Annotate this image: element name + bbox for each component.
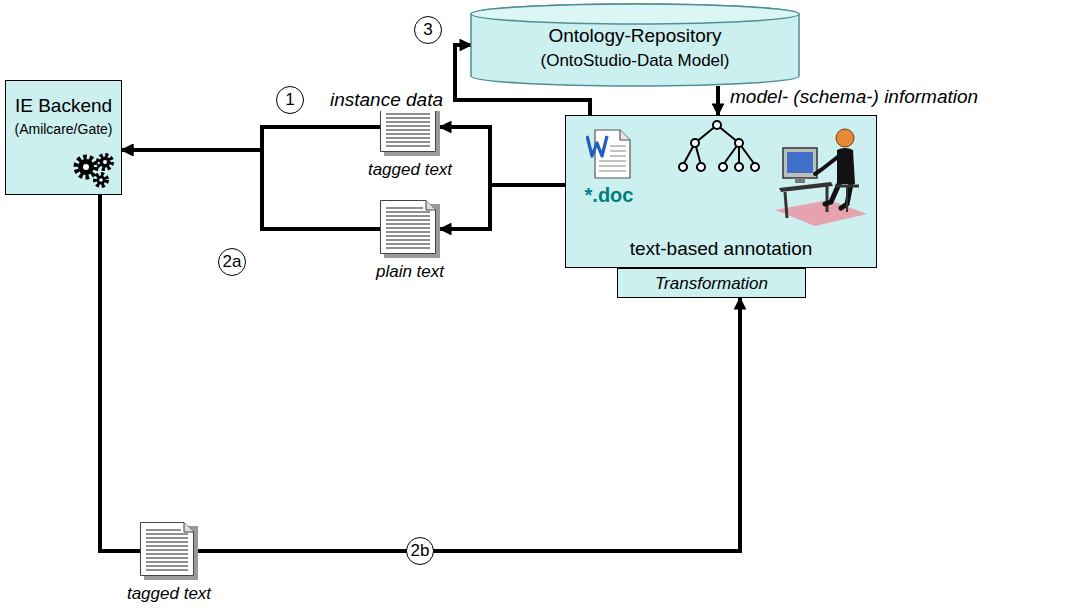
cylinder-top — [471, 4, 799, 24]
text-line — [386, 133, 430, 134]
connector — [122, 127, 380, 150]
annotation-box: *.doc text-based annotation — [565, 115, 877, 268]
text-line — [386, 145, 430, 146]
gears-icon — [72, 151, 118, 189]
connector — [440, 127, 565, 185]
text-line — [146, 541, 188, 542]
text-line — [386, 137, 430, 138]
text-line — [386, 113, 430, 114]
text-line — [386, 231, 430, 232]
text-line — [146, 565, 188, 566]
node-title: IE Backend — [15, 95, 112, 117]
callout-number: 3 — [414, 16, 442, 44]
connector-label: model- (schema-) information — [728, 86, 980, 108]
node-title: plain text — [376, 262, 444, 282]
connector — [100, 195, 140, 551]
text-line — [386, 125, 430, 126]
text-line — [146, 545, 188, 546]
node-subtitle: (Amilcare/Gate) — [14, 121, 112, 137]
connector — [716, 86, 720, 115]
node-title: tagged text — [127, 584, 211, 604]
text-line — [386, 121, 430, 122]
text-line — [146, 561, 188, 562]
word-document-icon — [586, 128, 632, 180]
callout-number: 1 — [276, 86, 304, 114]
text-line — [386, 129, 430, 130]
text-line — [386, 211, 430, 212]
text-line — [146, 537, 188, 538]
text-line — [146, 569, 188, 570]
text-line — [146, 533, 188, 534]
node-title: tagged text — [368, 160, 452, 180]
text-line — [146, 549, 188, 550]
connector-label: instance data — [328, 89, 445, 111]
document-outline — [140, 522, 198, 580]
cylinder-body — [471, 4, 799, 86]
text-line — [386, 243, 430, 244]
connector — [122, 150, 380, 229]
document-icon: tagged text — [140, 522, 198, 580]
node-title: Transformation — [655, 274, 768, 294]
page — [381, 201, 436, 254]
text-line — [386, 239, 430, 240]
text-line — [386, 219, 430, 220]
page — [141, 523, 194, 576]
text-line — [386, 247, 430, 248]
document-outline — [380, 200, 440, 258]
text-line — [386, 141, 430, 142]
text-line — [146, 529, 181, 530]
text-line — [386, 215, 430, 216]
text-line — [386, 223, 430, 224]
connector — [198, 298, 740, 551]
text-line — [386, 235, 430, 236]
transformation-box: Transformation — [617, 268, 806, 298]
text-line — [146, 557, 188, 558]
node-subtitle: (OntoStudio-Data Model) — [541, 51, 730, 71]
text-line — [146, 553, 188, 554]
document-icon: plain text — [380, 200, 440, 258]
connector — [440, 185, 565, 229]
callout-number: 2a — [218, 248, 246, 276]
node-subtitle: text-based annotation — [630, 238, 813, 260]
callout-number: 2b — [406, 537, 434, 565]
node-title: *.doc — [585, 184, 634, 207]
text-line — [386, 227, 430, 228]
repository-cylinder: Ontology-Repository (OntoStudio-Data Mode… — [470, 3, 800, 87]
backend-box: IE Backend (Amilcare/Gate) — [5, 80, 122, 195]
text-line — [386, 207, 423, 208]
schema-tree-icon — [677, 117, 761, 175]
page-fold — [426, 201, 436, 211]
text-line — [386, 117, 430, 118]
node-title: Ontology-Repository — [548, 25, 721, 47]
person-at-computer-icon — [771, 122, 871, 230]
page-fold — [184, 523, 194, 533]
